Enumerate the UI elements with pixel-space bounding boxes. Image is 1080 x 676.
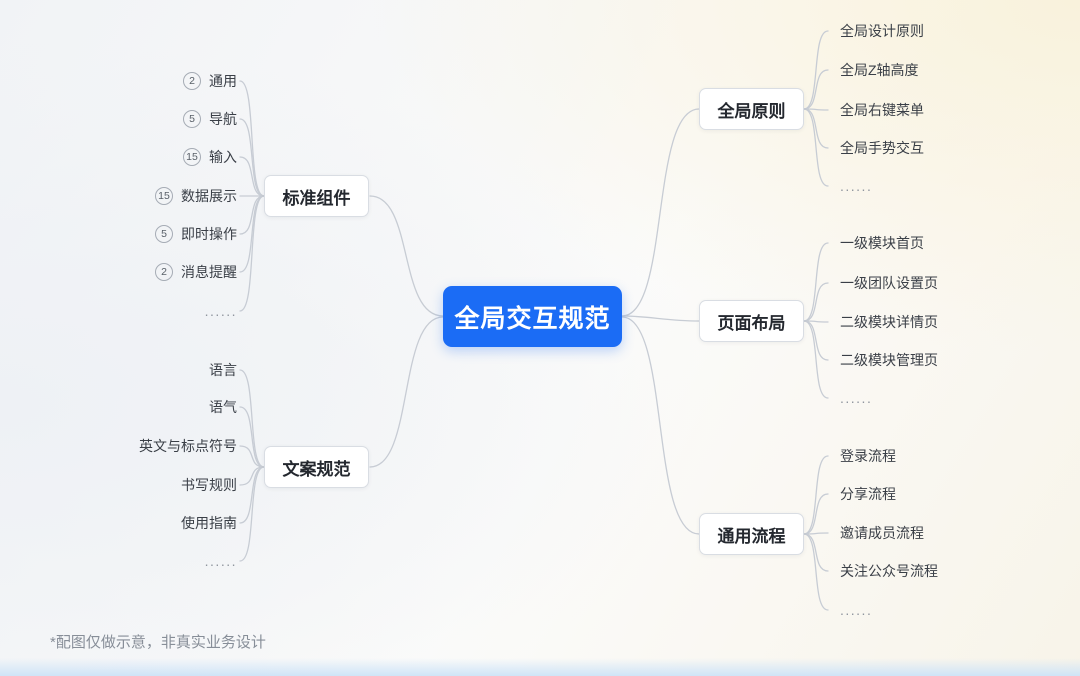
- leaf-usage-guide: 使用指南: [181, 513, 237, 533]
- connector: [621, 316, 700, 535]
- leaf-label: ......: [204, 303, 237, 319]
- node-page-layout: 页面布局: [699, 300, 804, 342]
- leaf-label: ......: [204, 553, 237, 569]
- count-badge: 5: [183, 110, 201, 128]
- connector: [239, 80, 265, 197]
- connector: [239, 195, 265, 312]
- connector: [239, 406, 265, 468]
- connector: [803, 455, 829, 535]
- leaf-label: 英文与标点符号: [139, 438, 237, 454]
- leaf-login-flow: 登录流程: [840, 446, 896, 466]
- leaf-label: 导航: [209, 111, 237, 127]
- leaf-label: 全局手势交互: [840, 140, 924, 156]
- leaf-label: 一级模块首页: [840, 235, 924, 251]
- connector: [803, 108, 829, 187]
- leaf-navigation: 5 导航: [183, 109, 237, 129]
- leaf-global-z-height: 全局Z轴高度: [840, 60, 919, 80]
- leaf-label: 消息提醒: [181, 264, 237, 280]
- connector: [239, 466, 265, 562]
- node-global-principles: 全局原则: [699, 88, 804, 130]
- leaf-label: 通用: [209, 73, 237, 89]
- leaf-label: 分享流程: [840, 486, 896, 502]
- leaf-share-flow: 分享流程: [840, 484, 896, 504]
- leaf-l1-team-settings: 一级团队设置页: [840, 273, 938, 293]
- leaf-label: 一级团队设置页: [840, 275, 938, 291]
- connector: [369, 316, 444, 468]
- connector: [621, 108, 700, 317]
- leaf-label: 书写规则: [181, 477, 237, 493]
- leaf-ellipsis: ......: [840, 602, 872, 618]
- connector: [239, 369, 265, 468]
- leaf-l2-module-detail: 二级模块详情页: [840, 312, 938, 332]
- leaf-data-display: 15 数据展示: [155, 186, 237, 206]
- node-standard-components: 标准组件: [264, 175, 369, 217]
- footnote: *配图仅做示意，非真实业务设计: [50, 634, 266, 651]
- leaf-input: 15 输入: [183, 147, 237, 167]
- leaf-label: 即时操作: [181, 226, 237, 242]
- connector: [369, 195, 444, 317]
- leaf-invite-member-flow: 邀请成员流程: [840, 523, 924, 543]
- leaf-label: 使用指南: [181, 515, 237, 531]
- leaf-label: 输入: [209, 149, 237, 165]
- leaf-label: ......: [840, 390, 873, 406]
- count-badge: 2: [183, 72, 201, 90]
- connector: [621, 315, 700, 322]
- leaf-label: ......: [840, 178, 873, 194]
- leaf-label: ......: [840, 602, 873, 618]
- count-badge: 15: [155, 187, 173, 205]
- node-common-flows: 通用流程: [699, 513, 804, 555]
- count-badge: 15: [183, 148, 201, 166]
- leaf-label: 二级模块管理页: [840, 352, 938, 368]
- leaf-writing-rules: 书写规则: [181, 475, 237, 495]
- connector: [803, 30, 829, 110]
- leaf-ellipsis: ......: [840, 390, 872, 406]
- leaf-ellipsis: ......: [205, 553, 237, 569]
- connector: [803, 282, 829, 322]
- leaf-english-punctuation: 英文与标点符号: [139, 436, 237, 456]
- leaf-label: 语气: [209, 399, 237, 415]
- count-badge: 5: [155, 225, 173, 243]
- leaf-global-context-menu: 全局右键菜单: [840, 100, 924, 120]
- leaf-ellipsis: ......: [205, 303, 237, 319]
- leaf-label: 全局设计原则: [840, 23, 924, 39]
- leaf-label: 邀请成员流程: [840, 525, 924, 541]
- leaf-label: 数据展示: [181, 188, 237, 204]
- leaf-label: 登录流程: [840, 448, 896, 464]
- leaf-follow-official-account-flow: 关注公众号流程: [840, 561, 938, 581]
- leaf-language: 语言: [209, 360, 237, 380]
- leaf-global-design-principles: 全局设计原则: [840, 21, 924, 41]
- connector: [239, 466, 265, 524]
- leaf-l1-module-home: 一级模块首页: [840, 233, 924, 253]
- connector: [239, 156, 265, 197]
- leaf-instant-actions: 5 即时操作: [155, 224, 237, 244]
- leaf-label: 全局右键菜单: [840, 102, 924, 118]
- leaf-label: 全局Z轴高度: [840, 62, 919, 78]
- count-badge: 2: [155, 263, 173, 281]
- node-root: 全局交互规范: [443, 286, 622, 347]
- connector: [803, 242, 829, 322]
- connector: [803, 320, 829, 399]
- leaf-global-gesture: 全局手势交互: [840, 138, 924, 158]
- leaf-l2-module-manage: 二级模块管理页: [840, 350, 938, 370]
- leaf-ellipsis: ......: [840, 178, 872, 194]
- leaf-tone: 语气: [209, 397, 237, 417]
- node-copywriting: 文案规范: [264, 446, 369, 488]
- connector: [239, 118, 265, 197]
- leaf-label: 二级模块详情页: [840, 314, 938, 330]
- connector: [239, 445, 265, 468]
- connector: [803, 69, 829, 110]
- leaf-label: 关注公众号流程: [840, 563, 938, 579]
- leaf-message-notice: 2 消息提醒: [155, 262, 237, 282]
- connector: [803, 493, 829, 535]
- leaf-label: 语言: [209, 362, 237, 378]
- connector: [803, 533, 829, 611]
- leaf-general: 2 通用: [183, 71, 237, 91]
